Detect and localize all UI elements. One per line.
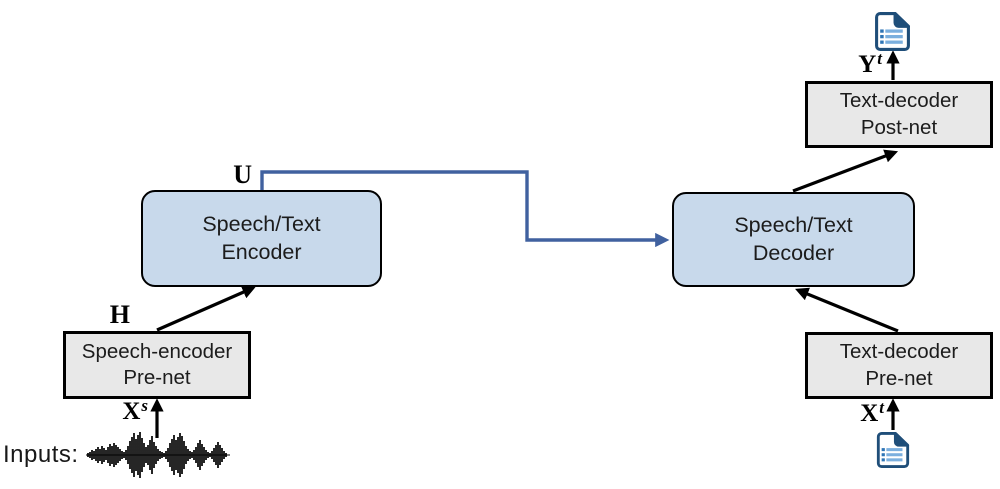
label-x-s-sup: s — [141, 396, 148, 415]
inputs-caption: Inputs: — [3, 441, 79, 468]
label-x-t-base: X — [860, 400, 879, 427]
label-y-t-base: Y — [858, 51, 877, 78]
text-postnet-label-line1: Text-decoder — [839, 89, 959, 113]
speech-prenet-label-line1: Speech-encoder — [81, 339, 233, 363]
label-u: U — [208, 160, 252, 190]
speech-waveform — [86, 432, 230, 478]
document-list-lines — [881, 448, 903, 462]
prenet-to-encoder-arrow — [156, 285, 256, 332]
text-decoder-postnet-box: Text-decoder Post-net — [805, 81, 993, 148]
speech-text-encoder-box: Speech/Text Encoder — [141, 190, 382, 287]
text-postnet-label-line2: Post-net — [860, 115, 938, 139]
encoder-label-line1: Speech/Text — [202, 211, 321, 236]
text-decoder-prenet-box: Text-decoder Pre-net — [805, 332, 993, 399]
text-document-icon — [876, 432, 910, 468]
text-prenet-label-line2: Pre-net — [865, 366, 933, 390]
label-h: H — [85, 300, 130, 330]
text-document-icon — [875, 12, 910, 51]
label-y-t-sup: t — [877, 49, 882, 68]
speech-text-decoder-box: Speech/Text Decoder — [672, 192, 915, 287]
decoder-label-line1: Speech/Text — [734, 212, 853, 237]
decoder-to-postnet-arrow — [792, 149, 899, 193]
label-x-t-sup: t — [879, 398, 884, 417]
label-x-s: Xs — [90, 396, 148, 426]
text-prenet-label-line1: Text-decoder — [839, 340, 959, 364]
encoder-label-line2: Encoder — [221, 239, 302, 264]
label-u-base: U — [233, 160, 252, 189]
decoder-label-line2: Decoder — [752, 240, 835, 265]
label-y-t: Yt — [822, 49, 882, 79]
speech-prenet-label-line2: Pre-net — [123, 366, 191, 389]
document-list-lines — [880, 29, 903, 44]
prenet-to-decoder-arrow — [795, 287, 899, 333]
label-h-base: H — [109, 300, 130, 329]
label-x-t: Xt — [824, 398, 884, 428]
speech-encoder-prenet-box: Speech-encoder Pre-net — [63, 331, 251, 399]
label-x-s-base: X — [122, 398, 141, 425]
